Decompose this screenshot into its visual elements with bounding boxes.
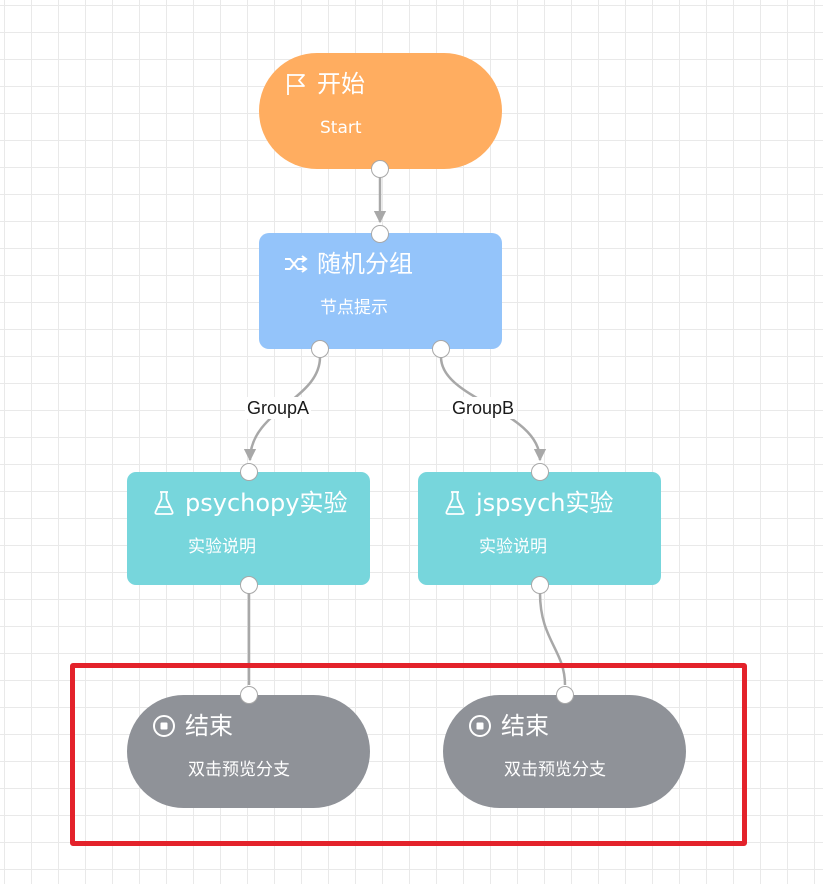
random-group-node[interactable]: 随机分组 节点提示 [259,233,502,349]
end-node-a[interactable]: 结束 双击预览分支 [127,695,370,808]
edge-label-group-a: GroupA [245,397,312,419]
edge-jspsych-to-end[interactable] [538,592,567,686]
end-node-a-title: 结束 [185,712,233,740]
flask-icon [442,490,468,516]
start-node[interactable]: 开始 Start [259,53,502,169]
jspsych-node-header: jspsych实验 [442,488,614,518]
random-group-input-port[interactable] [371,225,389,243]
stop-circle-icon [151,713,177,739]
psychopy-output-port[interactable] [240,576,258,594]
end-node-b-header: 结束 [467,711,549,741]
start-node-header: 开始 [283,69,365,99]
random-group-node-subtitle: 节点提示 [320,298,388,318]
jspsych-node-subtitle: 实验说明 [479,537,547,557]
highlight-box [70,663,747,846]
random-group-output-port-a[interactable] [311,340,329,358]
psychopy-input-port[interactable] [240,463,258,481]
flag-icon [283,71,309,97]
jspsych-input-port[interactable] [531,463,549,481]
end-node-a-subtitle: 双击预览分支 [188,760,290,780]
flask-icon [151,490,177,516]
end-node-b[interactable]: 结束 双击预览分支 [443,695,686,808]
start-output-port[interactable] [371,160,389,178]
stop-circle-icon [467,713,493,739]
start-node-subtitle: Start [320,118,362,138]
end-node-b-subtitle: 双击预览分支 [504,760,606,780]
psychopy-node-header: psychopy实验 [151,488,347,518]
random-group-output-port-b[interactable] [432,340,450,358]
edge-label-group-b: GroupB [450,397,517,419]
end-b-input-port[interactable] [556,686,574,704]
psychopy-node-subtitle: 实验说明 [188,537,256,557]
start-node-title: 开始 [317,70,365,98]
end-node-b-title: 结束 [501,712,549,740]
jspsych-node-title: jspsych实验 [476,489,614,517]
random-group-node-title: 随机分组 [317,250,413,278]
end-a-input-port[interactable] [240,686,258,704]
random-group-node-header: 随机分组 [283,249,413,279]
psychopy-node-title: psychopy实验 [185,489,348,517]
psychopy-node[interactable]: psychopy实验 实验说明 [127,472,370,585]
end-node-a-header: 结束 [151,711,233,741]
shuffle-icon [283,251,309,277]
jspsych-node[interactable]: jspsych实验 实验说明 [418,472,661,585]
jspsych-output-port[interactable] [531,576,549,594]
